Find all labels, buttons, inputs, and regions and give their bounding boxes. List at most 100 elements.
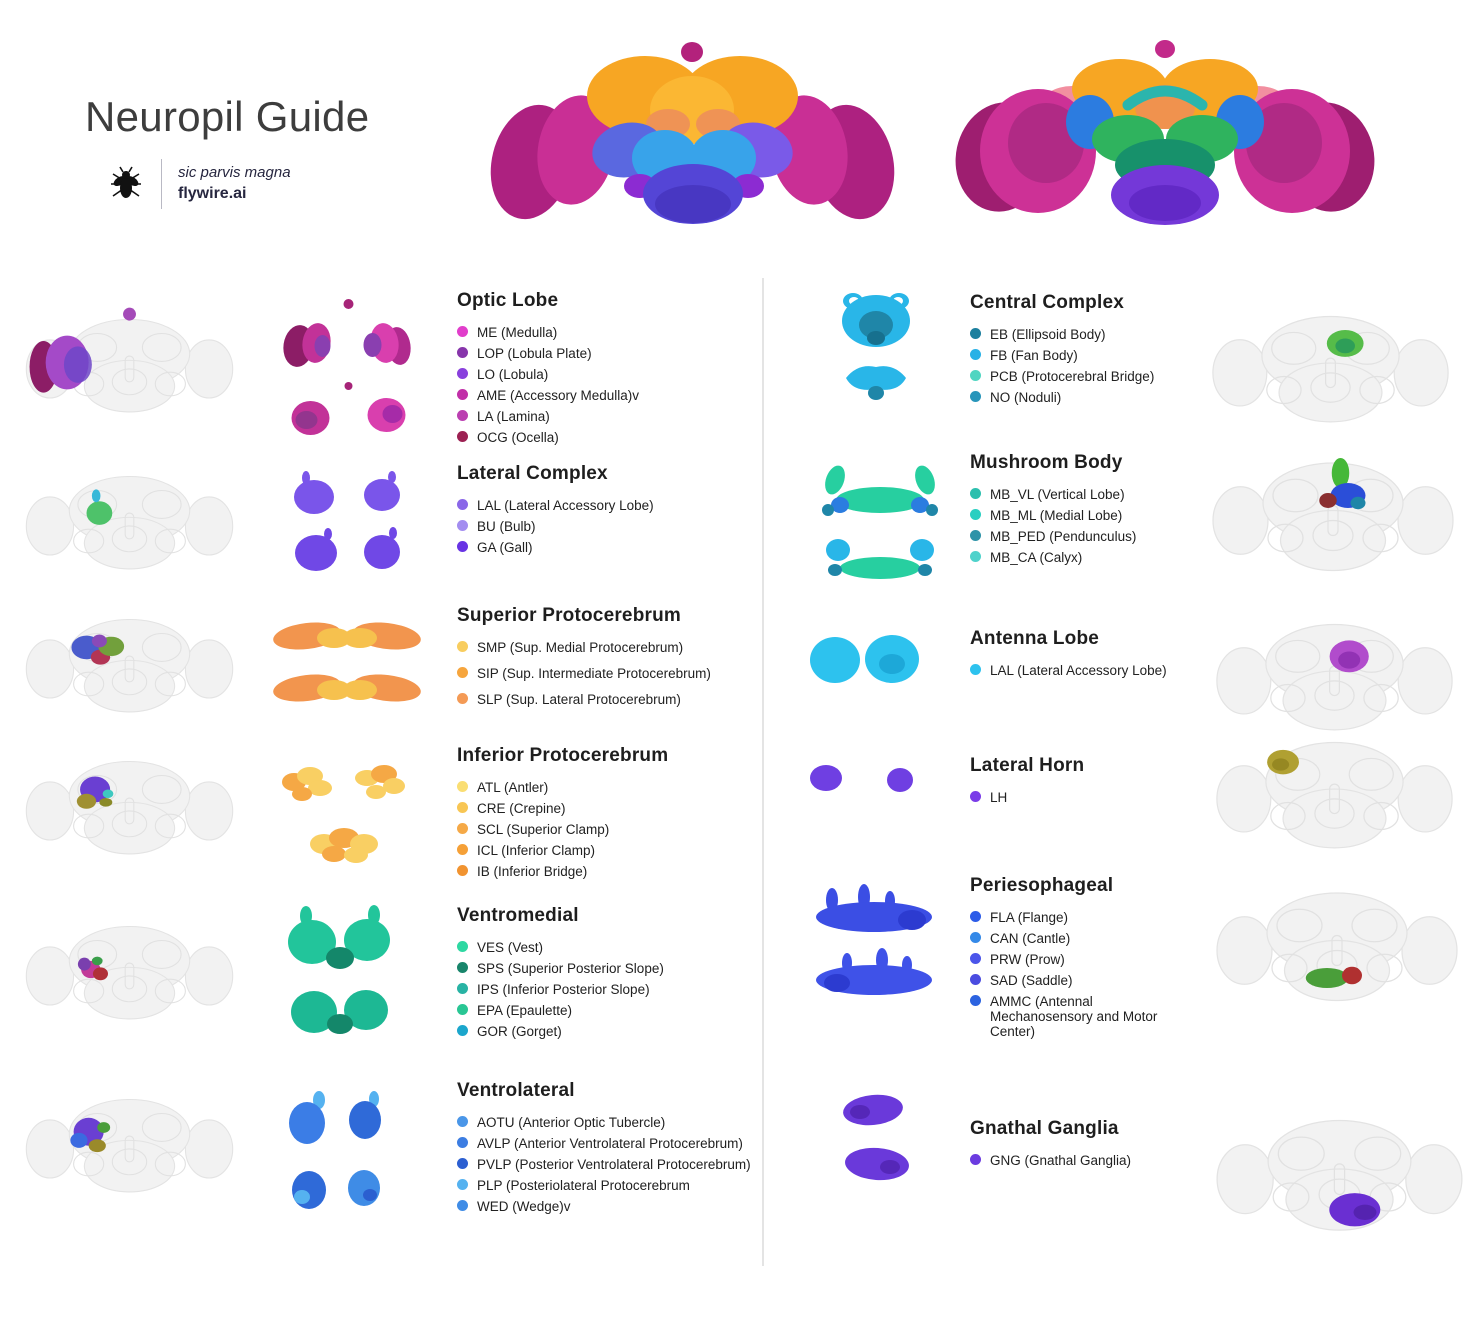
legend-item: SAD (Saddle) [970, 973, 1192, 988]
legend-label: CAN (Cantle) [990, 931, 1071, 946]
legend-dot [457, 641, 468, 652]
legend-dot [970, 791, 981, 802]
legend-item: MB_PED (Pendunculus) [970, 529, 1198, 544]
legend-dot [457, 1179, 468, 1190]
section-antenna-lobe: Antenna Lobe LAL (Lateral Accessory Lobe… [970, 628, 1210, 684]
logo-divider [161, 159, 162, 209]
legend-label: MB_VL (Vertical Lobe) [990, 487, 1125, 502]
legend-dot [457, 693, 468, 704]
section-title: Lateral Complex [457, 463, 608, 484]
section-periesophageal: Periesophageal FLA (Flange) CAN (Cantle)… [970, 875, 1192, 1045]
legend-label: MB_CA (Calyx) [990, 550, 1083, 565]
legend-item: NO (Noduli) [970, 390, 1198, 405]
legend-item: PCB (Protocerebral Bridge) [970, 369, 1198, 384]
mushroom-body-thumbnail [1208, 458, 1458, 588]
legend-item: LAL (Lateral Accessory Lobe) [970, 663, 1210, 678]
legend-label: LO (Lobula) [477, 367, 549, 382]
superior-protocerebrum-thumbnail [22, 598, 237, 727]
legend-item: PLP (Posteriolateral Protocerebrum [457, 1178, 769, 1193]
inferior-protocerebrum-structures-image [282, 765, 405, 863]
legend-dot [970, 349, 981, 360]
legend-dot [457, 823, 468, 834]
legend-label: VES (Vest) [477, 940, 544, 955]
column-divider [762, 278, 764, 1266]
legend-list: LAL (Lateral Accessory Lobe) BU (Bulb) G… [457, 498, 769, 555]
legend-dot [457, 1200, 468, 1211]
legend-label: SPS (Superior Posterior Slope) [477, 961, 664, 976]
legend-label: ATL (Antler) [477, 780, 549, 795]
legend-dot [970, 974, 981, 985]
legend-label: LH [990, 790, 1008, 805]
legend-label: SAD (Saddle) [990, 973, 1073, 988]
legend-list: EB (Ellipsoid Body) FB (Fan Body) PCB (P… [970, 327, 1198, 405]
legend-dot [970, 488, 981, 499]
legend-list: SMP (Sup. Medial Protocerebrum) SIP (Sup… [457, 640, 769, 707]
section-ventrolateral: Ventrolateral AOTU (Anterior Optic Tuber… [457, 1080, 769, 1220]
periesophageal-structures-image [816, 884, 932, 995]
legend-item: ATL (Antler) [457, 780, 769, 795]
legend-item: LH [970, 790, 1198, 805]
legend-label: OCG (Ocella) [477, 430, 559, 445]
section-title: Ventromedial [457, 905, 579, 926]
legend-dot [457, 389, 468, 400]
gnathal-ganglia-structures-image [843, 1094, 909, 1181]
legend-label: PRW (Prow) [990, 952, 1065, 967]
ventromedial-thumbnail [22, 905, 237, 1034]
legend-item: VES (Vest) [457, 940, 769, 955]
legend-label: SIP (Sup. Intermediate Protocerebrum) [477, 666, 711, 681]
superior-protocerebrum-structures-image [273, 622, 421, 702]
legend-label: AOTU (Anterior Optic Tubercle) [477, 1115, 666, 1130]
legend-dot [457, 431, 468, 442]
legend-label: MB_PED (Pendunculus) [990, 529, 1137, 544]
legend-dot [970, 953, 981, 964]
legend-item: MB_CA (Calyx) [970, 550, 1198, 565]
legend-dot [457, 844, 468, 855]
gnathal-ganglia-thumbnail [1212, 1095, 1467, 1248]
legend-dot [457, 410, 468, 421]
legend-label: MB_ML (Medial Lobe) [990, 508, 1123, 523]
legend-item: CRE (Crepine) [457, 801, 769, 816]
legend-item: AMMC (Antennal Mechanosensory and Motor … [970, 994, 1192, 1039]
legend-item: LA (Lamina) [457, 409, 769, 424]
legend-dot [457, 1158, 468, 1169]
legend-dot [970, 664, 981, 675]
legend-label: LA (Lamina) [477, 409, 550, 424]
periesophageal-thumbnail [1212, 868, 1462, 1018]
legend-item: SMP (Sup. Medial Protocerebrum) [457, 640, 769, 655]
legend-item: PRW (Prow) [970, 952, 1192, 967]
legend-dot [970, 370, 981, 381]
legend-label: SCL (Superior Clamp) [477, 822, 610, 837]
antenna-lobe-thumbnail [1212, 600, 1457, 747]
legend-list: MB_VL (Vertical Lobe) MB_ML (Medial Lobe… [970, 487, 1198, 565]
legend-label: LAL (Lateral Accessory Lobe) [990, 663, 1167, 678]
legend-dot [457, 667, 468, 678]
optic-lobe-structures-image [283, 299, 411, 435]
legend-list: LAL (Lateral Accessory Lobe) [970, 663, 1210, 678]
legend-item: IPS (Inferior Posterior Slope) [457, 982, 769, 997]
legend-dot [970, 995, 981, 1006]
inferior-protocerebrum-thumbnail [22, 740, 237, 869]
optic-lobe-thumbnail [22, 307, 237, 427]
legend-label: SLP (Sup. Lateral Protocerebrum) [477, 692, 681, 707]
legend-list: GNG (Gnathal Ganglia) [970, 1153, 1202, 1168]
legend-label: EB (Ellipsoid Body) [990, 327, 1106, 342]
legend-item: LOP (Lobula Plate) [457, 346, 769, 361]
legend-item: ICL (Inferior Clamp) [457, 843, 769, 858]
legend-item: AOTU (Anterior Optic Tubercle) [457, 1115, 769, 1130]
lateral-complex-structures-image [294, 471, 400, 571]
legend-dot [457, 520, 468, 531]
legend-label: FB (Fan Body) [990, 348, 1078, 363]
legend-dot [457, 1025, 468, 1036]
legend-dot [457, 1116, 468, 1127]
legend-item: EPA (Epaulette) [457, 1003, 769, 1018]
legend-item: GA (Gall) [457, 540, 769, 555]
legend-list: LH [970, 790, 1198, 805]
section-ventromedial: Ventromedial VES (Vest) SPS (Superior Po… [457, 905, 769, 1045]
brand-name: flywire.ai [178, 185, 247, 202]
legend-dot [457, 326, 468, 337]
legend-dot [457, 941, 468, 952]
legend-list: VES (Vest) SPS (Superior Posterior Slope… [457, 940, 769, 1039]
brain-anterior-view-image [490, 42, 895, 224]
section-optic-lobe: Optic Lobe ME (Medulla) LOP (Lobula Plat… [457, 290, 769, 451]
legend-dot [970, 328, 981, 339]
